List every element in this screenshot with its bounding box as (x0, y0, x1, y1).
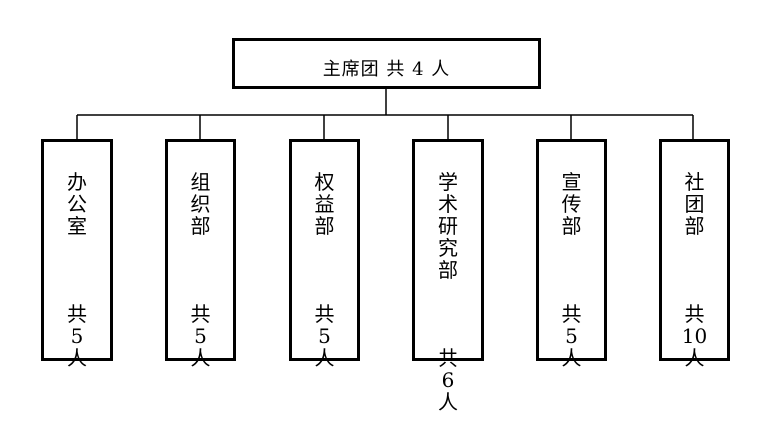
connector-lines (76, 89, 694, 139)
dept-count: 共 6 人 (438, 346, 458, 414)
dept-node-rights: 权益部 共 5 人 (289, 139, 360, 369)
dept-count: 共 5 人 (561, 302, 582, 370)
root-node: 主席团 共 4 人 (232, 38, 541, 89)
dept-node-publicity: 宣传部 共 5 人 (536, 139, 607, 369)
dept-count: 共 10 人 (681, 302, 708, 370)
dept-count: 共 5 人 (314, 302, 335, 370)
dept-name: 权益部 (314, 170, 335, 238)
dept-name: 学术研究部 (438, 170, 458, 282)
dept-name: 办公室 (67, 170, 87, 238)
dept-node-office: 办公室 共 5 人 (41, 139, 113, 369)
root-label: 主席团 共 4 人 (322, 58, 451, 80)
dept-count: 共 5 人 (67, 302, 87, 370)
dept-node-clubs: 社团部 共 10 人 (659, 139, 730, 369)
dept-node-organization: 组织部 共 5 人 (165, 139, 236, 369)
dept-name: 社团部 (684, 170, 705, 238)
dept-node-academic: 学术研究部 共 6 人 (412, 139, 484, 413)
dept-name: 组织部 (190, 170, 211, 238)
dept-count: 共 5 人 (190, 302, 211, 370)
dept-name: 宣传部 (561, 170, 582, 238)
